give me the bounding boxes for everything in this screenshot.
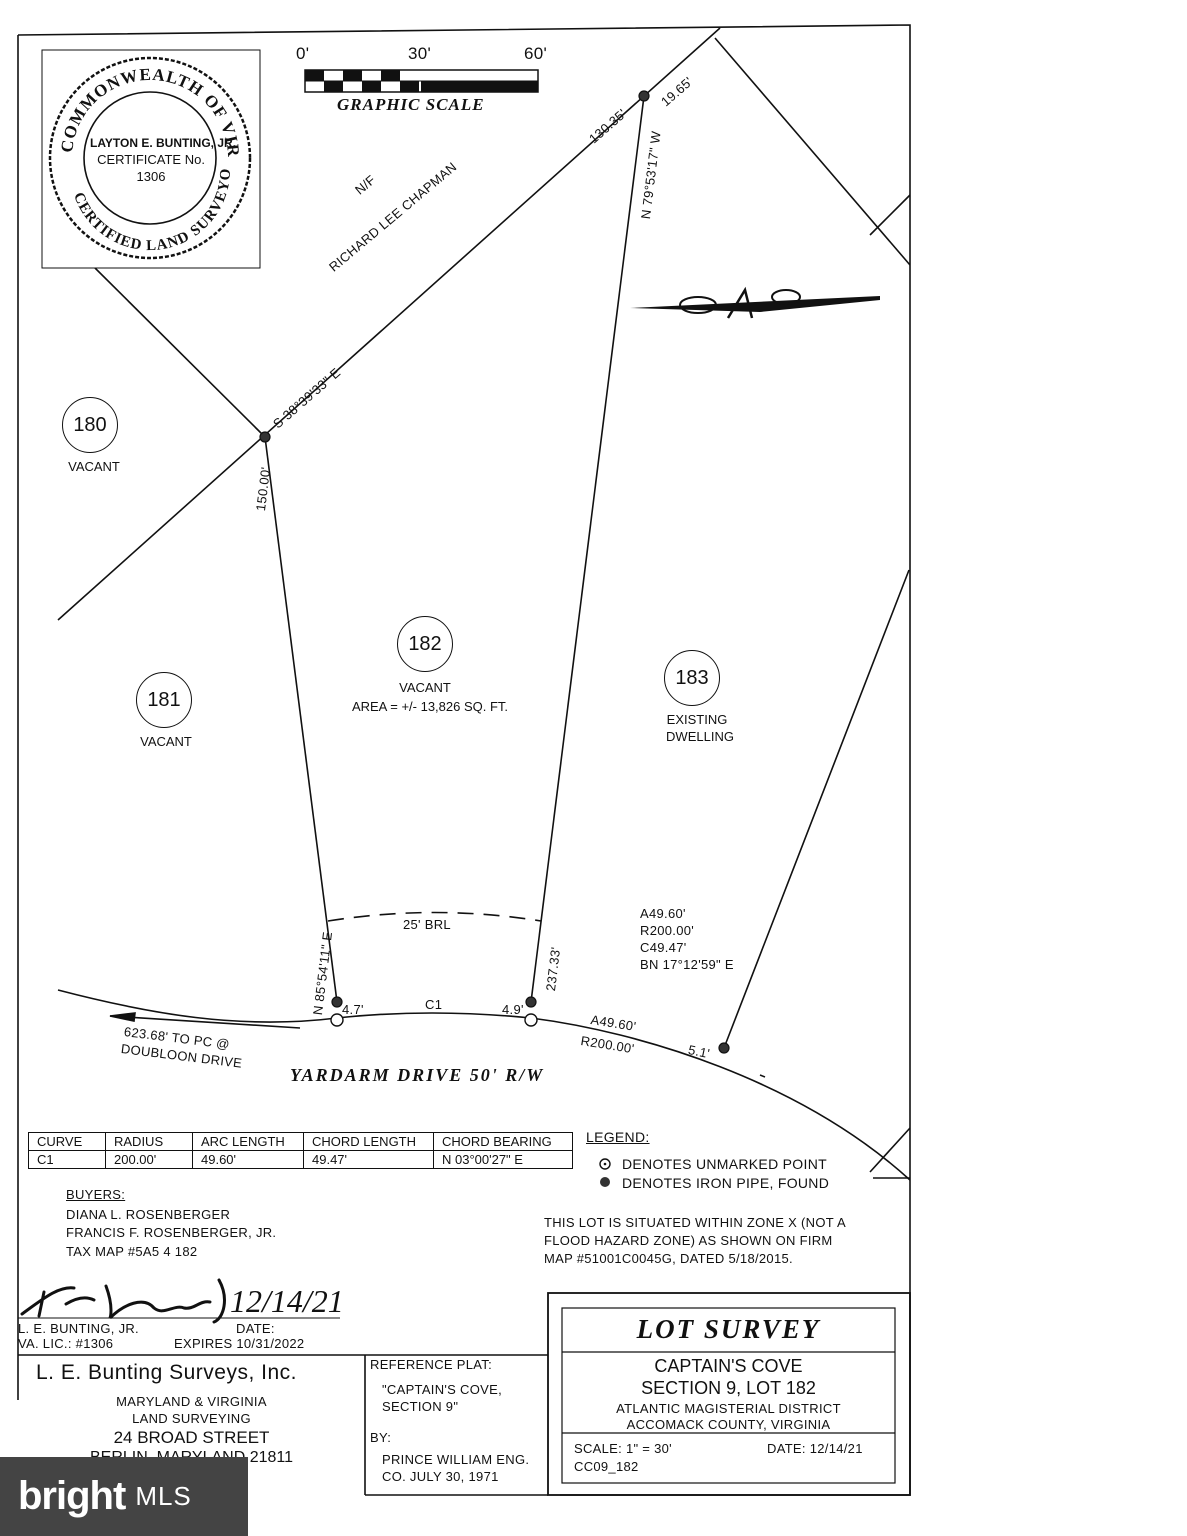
reference-plat-2: SECTION 9" [382, 1399, 459, 1414]
date-label: DATE: [236, 1321, 275, 1336]
curve-table: CURVE RADIUS ARC LENGTH CHORD LENGTH CHO… [28, 1132, 573, 1169]
seal-box [41, 49, 261, 269]
lot-183-status2: DWELLING [666, 729, 734, 744]
scale-tick-0: 0' [296, 44, 310, 63]
offset-49: 4.9' [502, 1002, 524, 1017]
iron-pipe-point [638, 90, 650, 102]
license-expires: EXPIRES 10/31/2022 [174, 1336, 305, 1351]
company-address: 24 BROAD STREET [113, 1428, 270, 1447]
reference-engineer-2: CO. JULY 30, 1971 [382, 1469, 499, 1484]
title-lot-survey: LOT SURVEY [636, 1314, 821, 1344]
title-scale: SCALE: 1" = 30' [574, 1441, 672, 1456]
td-chord-length: 49.47' [303, 1150, 434, 1169]
reference-engineer-1: PRINCE WILLIAM ENG. [382, 1452, 530, 1467]
lot-180-status: VACANT [68, 459, 120, 474]
curve-table-header: CURVE RADIUS ARC LENGTH CHORD LENGTH CHO… [28, 1132, 573, 1151]
reference-title: REFERENCE PLAT: [370, 1357, 493, 1372]
scale-tick-30: 30' [408, 44, 432, 63]
unmarked-point [330, 1013, 344, 1027]
north-arrow-icon [630, 286, 880, 319]
flood-line-3: MAP #51001C0045G, DATED 5/18/2015. [544, 1251, 793, 1266]
svg-text:COMMONWEALTH OF VIRGINIA: COMMONWEALTH OF VIRGINIA [0, 0, 243, 158]
handwritten-signature [20, 1278, 226, 1324]
title-file: CC09_182 [574, 1459, 639, 1474]
th-chord-length: CHORD LENGTH [303, 1132, 434, 1151]
seal-cert: CERTIFICATE No. [97, 152, 205, 167]
legend-title: LEGEND: [586, 1129, 650, 1145]
th-chord-bearing: CHORD BEARING [433, 1132, 573, 1151]
iron-pipe-point [525, 996, 537, 1008]
legend-pipe-icon [600, 1177, 610, 1187]
note-arc: A49.60' [640, 906, 686, 921]
th-curve: CURVE [28, 1132, 106, 1151]
signature-date: 12/14/21 [230, 1283, 344, 1319]
seal-top-text: COMMONWEALTH OF VIRGINIA [0, 0, 242, 158]
flood-line-1: THIS LOT IS SITUATED WITHIN ZONE X (NOT … [544, 1215, 846, 1230]
company-line-1: MARYLAND & VIRGINIA [116, 1394, 267, 1409]
iron-pipe-point [259, 431, 271, 443]
legend-unmarked: DENOTES UNMARKED POINT [622, 1156, 827, 1172]
scale-label: GRAPHIC SCALE [337, 95, 485, 114]
iron-pipe-point [718, 1042, 730, 1054]
legend-pipe: DENOTES IRON PIPE, FOUND [622, 1175, 830, 1191]
seal-number: 1306 [136, 169, 166, 184]
bright-mls-watermark: bright MLS [0, 1457, 248, 1536]
road-name: YARDARM DRIVE 50' R/W [290, 1065, 545, 1085]
surveyor-seal-icon [48, 56, 252, 260]
note-bearing: BN 17°12'59" E [640, 957, 734, 972]
title-section-lot: SECTION 9, LOT 182 [641, 1378, 816, 1398]
unmarked-point [524, 1013, 538, 1027]
brl-label: 25' BRL [403, 917, 451, 932]
tax-map: TAX MAP #5A5 4 182 [66, 1244, 198, 1259]
seal-name: LAYTON E. BUNTING, JR. [90, 136, 237, 150]
th-arc: ARC LENGTH [192, 1132, 304, 1151]
title-district: ATLANTIC MAGISTERIAL DISTRICT [616, 1401, 841, 1416]
reference-plat-1: "CAPTAIN'S COVE, [382, 1382, 503, 1397]
scale-tick-60: 60' [524, 44, 548, 63]
title-county: ACCOMACK COUNTY, VIRGINIA [626, 1417, 831, 1432]
title-date: DATE: 12/14/21 [767, 1441, 863, 1456]
lot-181-number: 181 [136, 672, 192, 728]
lot-181-status: VACANT [140, 734, 192, 749]
watermark-mls: MLS [135, 1481, 192, 1511]
lot-182-number: 182 [397, 616, 453, 672]
iron-pipe-point [331, 996, 343, 1008]
title-subdivision: CAPTAIN'S COVE [654, 1356, 803, 1376]
lot-183-number: 183 [664, 650, 720, 706]
company-name: L. E. Bunting Surveys, Inc. [36, 1361, 297, 1384]
note-radius: R200.00' [640, 923, 695, 938]
license-number: VA. LIC.: #1306 [18, 1336, 114, 1351]
th-radius: RADIUS [105, 1132, 193, 1151]
surveyor-name: L. E. BUNTING, JR. [18, 1321, 139, 1336]
lot-182-area: AREA = +/- 13,826 SQ. FT. [351, 699, 509, 714]
flood-line-2: FLOOD HAZARD ZONE) AS SHOWN ON FIRM [544, 1233, 833, 1248]
curve-c1-label: C1 [425, 997, 443, 1012]
td-arc: 49.60' [192, 1150, 304, 1169]
note-chord: C49.47' [640, 940, 687, 955]
offset-47: 4.7' [342, 1002, 364, 1017]
lot-182-status: VACANT [399, 680, 451, 695]
buyer-1: DIANA L. ROSENBERGER [66, 1207, 231, 1222]
td-curve: C1 [28, 1150, 106, 1169]
td-radius: 200.00' [105, 1150, 193, 1169]
buyers-title: BUYERS: [66, 1187, 126, 1202]
buyer-2: FRANCIS F. ROSENBERGER, JR. [66, 1225, 277, 1240]
lot-183-status1: EXISTING [666, 712, 728, 727]
lot-180-number: 180 [62, 397, 118, 453]
td-chord-bearing: N 03°00'27" E [433, 1150, 573, 1169]
watermark-brand: bright [18, 1474, 126, 1518]
table-row: C1 200.00' 49.60' 49.47' N 03°00'27" E [28, 1150, 573, 1169]
company-line-2: LAND SURVEYING [132, 1411, 251, 1426]
reference-by: BY: [370, 1430, 392, 1445]
